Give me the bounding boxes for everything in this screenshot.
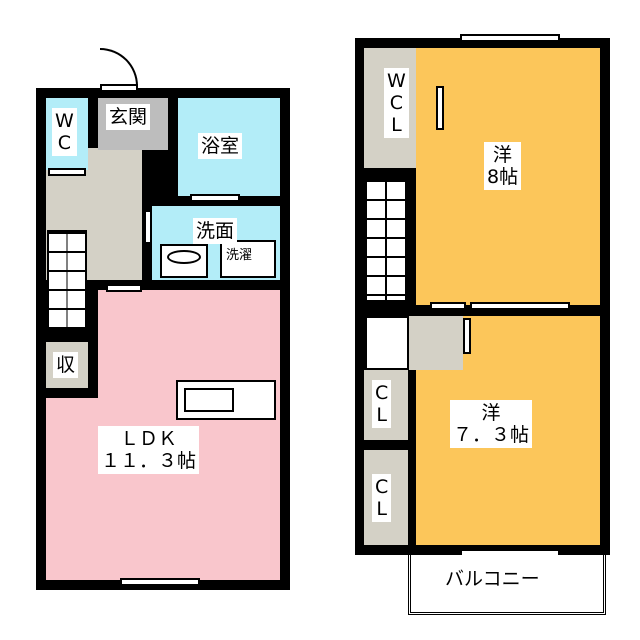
balcony-label: バルコニー <box>442 566 543 592</box>
ldk-window[interactable] <box>120 578 200 586</box>
bath-label: 浴室 <box>198 133 243 159</box>
winder-stairs <box>365 316 409 370</box>
bath-door[interactable] <box>190 194 240 202</box>
western-73-label: 洋 ７．３帖 <box>450 400 533 448</box>
washroom-door[interactable] <box>144 210 152 244</box>
kitchen-counter <box>176 380 276 420</box>
storage-label: 収 <box>53 352 79 378</box>
ldk-door[interactable] <box>106 284 142 292</box>
wc-door[interactable] <box>48 168 86 176</box>
interior-wall <box>408 168 416 316</box>
window-divider[interactable] <box>470 302 570 310</box>
front-door-swing <box>100 48 138 86</box>
staircase <box>47 230 87 330</box>
closet-2-label: C L <box>372 474 392 522</box>
floor-2f: W C L 洋 8帖 洋 ７．３帖 C L C L バルコニー <box>320 0 640 640</box>
room8-door[interactable] <box>430 302 466 310</box>
wcl-door[interactable] <box>436 86 444 130</box>
room73-door[interactable] <box>463 318 471 354</box>
landing <box>409 316 463 370</box>
wc-label: W C <box>52 108 77 156</box>
western-8-label: 洋 8帖 <box>484 142 522 190</box>
wcl-label: W C L <box>384 68 409 138</box>
washroom-label: 洗面 <box>193 218 238 244</box>
washbasin <box>160 244 208 278</box>
laundry-label: 洗濯 <box>226 248 253 264</box>
floor-1f: 洗濯 W C 玄関 浴室 洗面 収 ＬＤＫ １１．３帖 <box>36 48 290 590</box>
closet-1-label: C L <box>372 380 392 428</box>
staircase <box>365 178 407 302</box>
ldk-label: ＬＤＫ １１．３帖 <box>98 426 200 474</box>
window-8[interactable] <box>460 34 560 42</box>
entrance-label: 玄関 <box>106 104 151 130</box>
